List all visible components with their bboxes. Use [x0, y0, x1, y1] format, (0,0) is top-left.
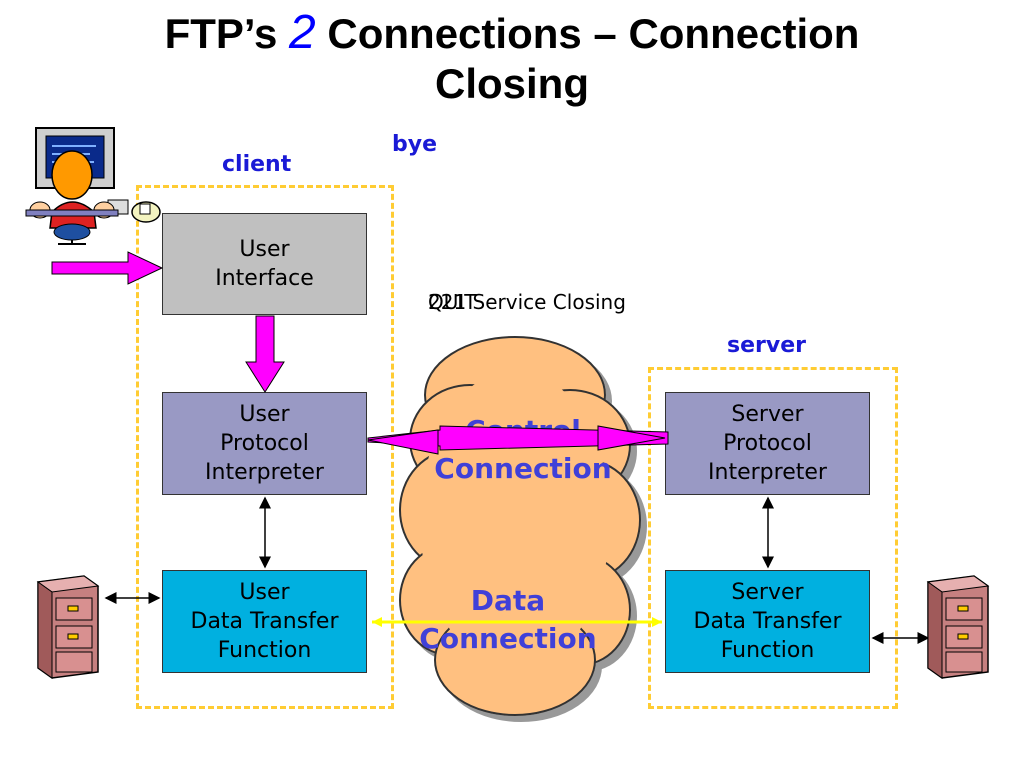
data-connection-label: Data Connection	[419, 584, 597, 655]
title-line2: Closing	[435, 60, 589, 107]
title-prefix: FTP’s	[164, 10, 290, 57]
service-closing-reply: 221 Service Closing	[428, 290, 626, 314]
page-title: FTP’s 2 Connections – Connection Closing	[0, 8, 1024, 109]
person-at-computer-icon	[25, 127, 161, 245]
bye-label: bye	[392, 132, 438, 157]
server-group-border	[648, 367, 898, 709]
client-group-border	[136, 185, 394, 709]
user-data-transfer-box: User Data Transfer Function	[162, 570, 367, 673]
server-protocol-interpreter-box: Server Protocol Interpreter	[665, 392, 870, 495]
title-suffix: Connections – Connection	[315, 10, 860, 57]
client-label: client	[222, 152, 292, 177]
user-protocol-interpreter-box: User Protocol Interpreter	[162, 392, 367, 495]
file-cabinet-icon-server	[926, 575, 990, 679]
server-label: server	[727, 333, 806, 358]
file-cabinet-icon-client	[36, 575, 100, 679]
quit-command: QUIT	[428, 290, 477, 314]
server-data-transfer-box: Server Data Transfer Function	[665, 570, 870, 673]
input-arrow	[51, 251, 164, 285]
title-number: 2	[289, 6, 316, 59]
ui-to-pi-arrow	[245, 315, 285, 393]
user-interface-box: User Interface	[162, 213, 367, 315]
